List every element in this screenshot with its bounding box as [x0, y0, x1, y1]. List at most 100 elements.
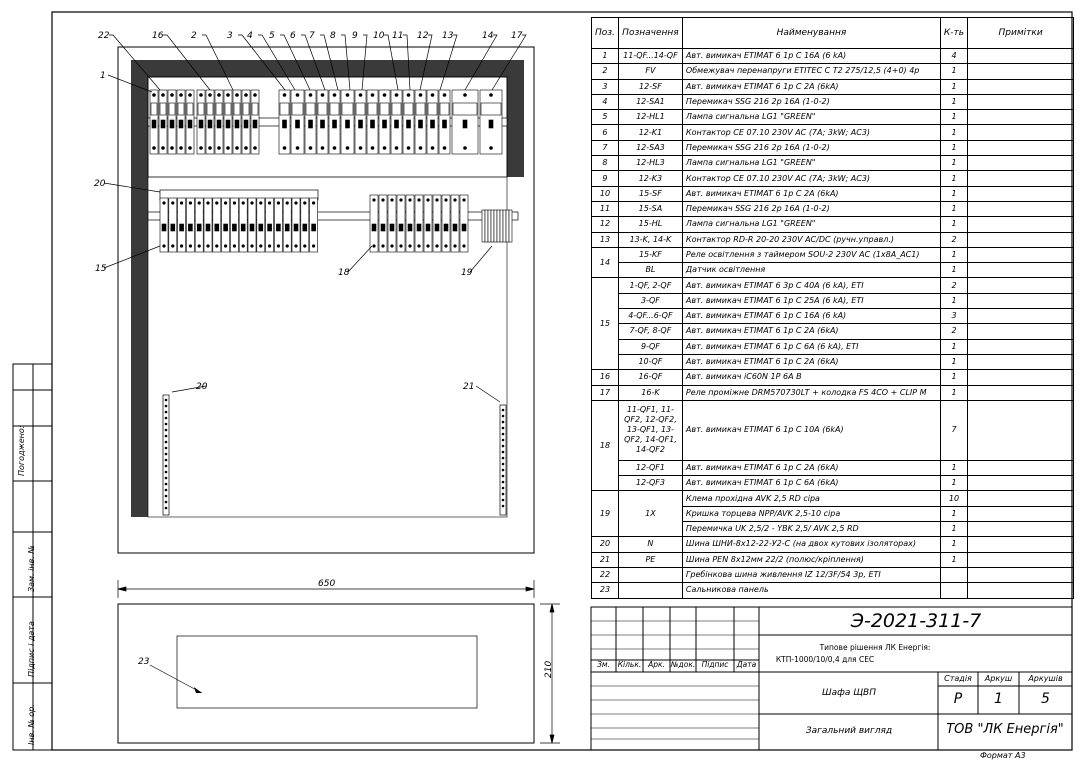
- bom-cell-notes: [967, 277, 1075, 294]
- callout-label: 11: [392, 31, 403, 41]
- bom-cell-notes: [967, 308, 1075, 325]
- bom-cell-notes: [967, 566, 1075, 584]
- bom-cell-designation: 3-QF: [617, 292, 683, 310]
- format-label: Формат А3: [980, 751, 1026, 760]
- bom-cell-qty: 1: [939, 185, 969, 202]
- stamp-sign-date: Підпис і дата: [27, 621, 36, 677]
- cabinet-outline: [117, 46, 535, 554]
- tb-col-label: Арк.: [648, 660, 665, 669]
- bom-table: Поз. Позначення Найменування К-ть Приміт…: [591, 17, 1075, 599]
- sheet-name: Загальний вигляд: [805, 726, 893, 736]
- project-line-2: КТП-1000/10/0,4 для СЕС: [775, 655, 875, 664]
- bom-cell-name: Реле проміжне DRM570730LT + колодка FS 4…: [681, 384, 941, 401]
- bom-cell-designation: 1-QF, 2-QF: [617, 277, 683, 294]
- bom-cell-pos: 18: [591, 399, 619, 492]
- bom-cell-designation: 15-HL: [617, 216, 683, 233]
- lower-devices: [159, 194, 513, 253]
- stage-label: Стадія: [944, 674, 972, 683]
- header-pos: Поз.: [591, 17, 619, 49]
- bom-cell-name: Датчик освітлення: [681, 262, 941, 279]
- bom-cell-name: Обмежувач перенапруги ETITEC C T2 275/12…: [681, 63, 941, 80]
- callout-label: 12: [417, 31, 429, 41]
- project-line-1: Типове рішення ЛК Енергія:: [819, 643, 931, 652]
- stage-value: Р: [953, 691, 963, 707]
- bom-cell-notes: [967, 399, 1075, 461]
- bom-cell-notes: [967, 369, 1075, 386]
- tb-col-label: Підпис: [701, 660, 729, 669]
- bom-cell-name: Авт. вимикач ETIMAT 6 1p C 2A (6kA): [681, 323, 941, 340]
- callout-label: 22: [98, 31, 110, 41]
- bom-cell-qty: 1: [939, 155, 969, 172]
- bom-row: Перемичка UK 2,5/2 - YBK 2,5/ AVK 2,5 RD…: [592, 521, 1075, 538]
- object-name: Шафа ЩВП: [822, 688, 876, 698]
- callout-18: 18: [338, 268, 350, 278]
- callout-label: 16: [152, 31, 164, 41]
- bom-cell-qty: 1: [939, 551, 969, 568]
- bom-cell-name: Кришка торцева NPP/AVK 2,5-10 сіра: [681, 505, 941, 523]
- inner-panel: [147, 76, 508, 518]
- bom-cell-qty: 1: [939, 521, 969, 538]
- bom-cell-name: Авт. вимикач ETIMAT 6 1p C 6A (6 kA), ET…: [681, 338, 941, 355]
- dim-width-label: 650: [318, 579, 335, 589]
- bom-cell-pos: 7: [591, 139, 619, 157]
- bom-cell-qty: 7: [939, 399, 969, 461]
- callout-label: 8: [330, 31, 336, 41]
- bom-cell-pos: 23: [591, 582, 619, 599]
- bom-cell-designation: 1X: [617, 490, 683, 538]
- bom-cell-name: Реле освітлення з таймером SOU-2 230V AC…: [681, 246, 941, 264]
- bom-cell-designation: 12-SF: [617, 78, 683, 95]
- bom-cell-notes: [967, 170, 1075, 187]
- header-qty: К-ть: [939, 17, 969, 49]
- callout-15: 15: [95, 264, 107, 274]
- bom-cell-name: Перемикач SSG 216 2p 16A (1-0-2): [681, 200, 941, 218]
- callout-20-top: 20: [94, 179, 106, 189]
- bom-cell-name: Авт. вимикач ETIMAT 6 1p C 6A (6kA): [681, 475, 941, 492]
- bom-cell-pos: 8: [591, 155, 619, 172]
- callout-label: 5: [269, 31, 275, 41]
- tb-col-label: Кільк.: [617, 660, 642, 669]
- bom-cell-notes: [967, 323, 1075, 340]
- bom-cell-notes: [967, 185, 1075, 202]
- bom-cell-designation: FV: [617, 63, 683, 80]
- bom-cell-designation: 12-HL1: [617, 109, 683, 126]
- bom-cell-notes: [967, 109, 1075, 126]
- bom-cell-designation: BL: [617, 262, 683, 279]
- bom-cell-name: Авт. вимикач ETIMAT 6 3p C 40A (6 kA), E…: [681, 277, 941, 294]
- tb-col-label: №док.: [670, 660, 696, 669]
- bom-cell-qty: 1: [939, 124, 969, 141]
- bom-cell-qty: 2: [939, 277, 969, 294]
- bom-cell-qty: [939, 566, 969, 584]
- bom-cell-pos: 19: [591, 490, 619, 538]
- callout-label: 13: [442, 31, 454, 41]
- sheet-value: 1: [994, 691, 1003, 707]
- bom-cell-notes: [967, 475, 1075, 492]
- bom-cell-notes: [967, 200, 1075, 218]
- bom-cell-notes: [967, 47, 1075, 65]
- bom-cell-designation: 16-QF: [617, 369, 683, 386]
- bom-cell-notes: [967, 139, 1075, 157]
- bom-cell-name: Контактор CE 07.10 230V AC (7A; 3kW; AC3…: [681, 170, 941, 187]
- bom-cell-pos: 4: [591, 93, 619, 111]
- bom-cell-qty: 1: [939, 93, 969, 111]
- bom-cell-notes: [967, 505, 1075, 523]
- sheets-label: Аркушів: [1028, 674, 1063, 683]
- callout-label: 9: [352, 31, 358, 41]
- bom-cell-name: Шина ШНИ-8х12-22-У2-С (на двох кутових і…: [681, 536, 941, 553]
- bom-cell-name: Гребінкова шина живлення IZ 12/3F/54 3р,…: [681, 566, 941, 584]
- bom-cell-designation: 12-QF3: [617, 475, 683, 492]
- callout-label: 3: [227, 31, 233, 41]
